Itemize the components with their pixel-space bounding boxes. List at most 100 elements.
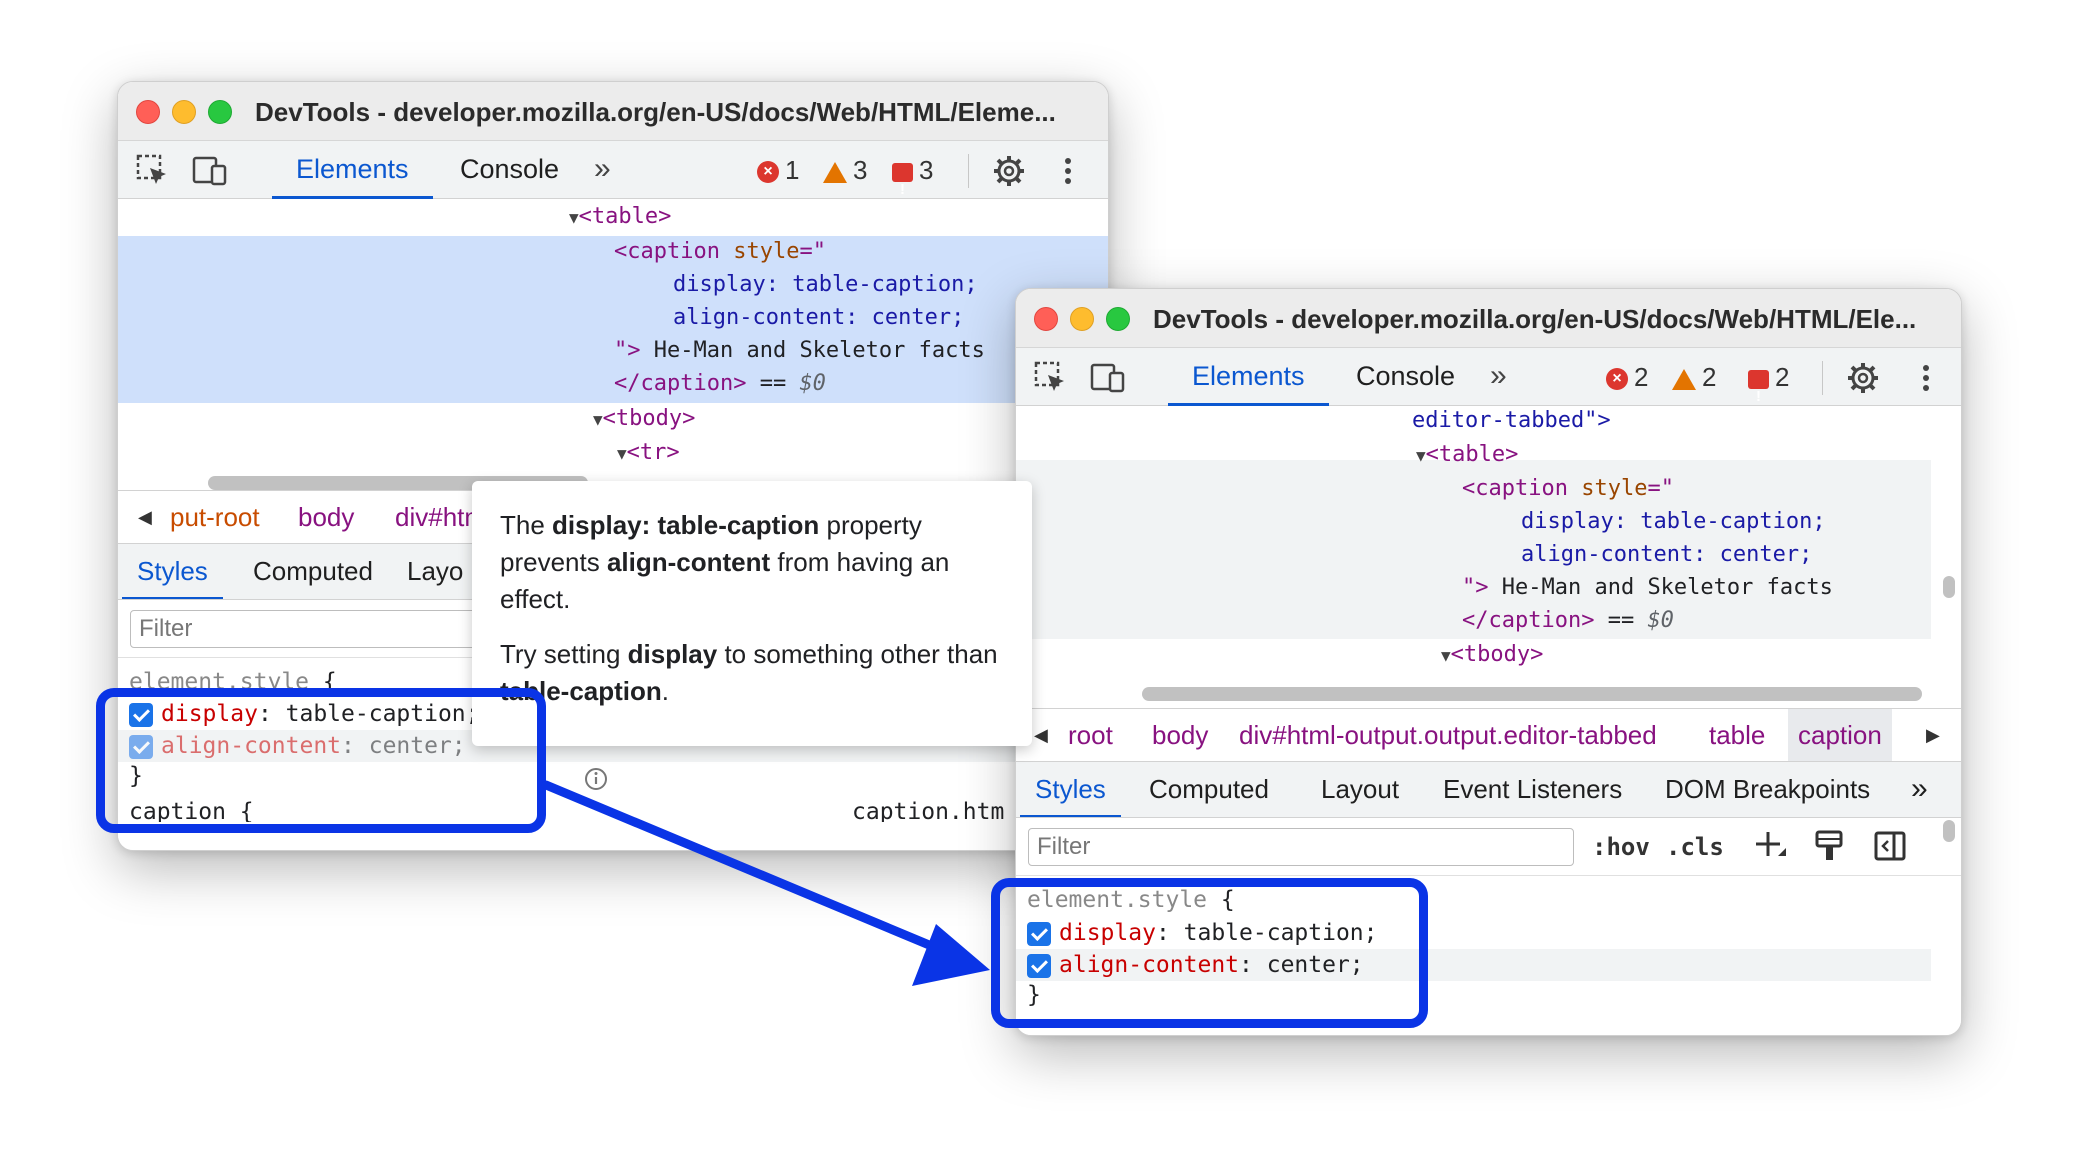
dom-node-caption[interactable]: <caption style="	[614, 239, 826, 264]
gear-icon[interactable]	[992, 154, 1026, 188]
rule-selector: element.style {	[1027, 887, 1235, 913]
next-rule-selector: caption {	[129, 799, 254, 822]
expand-triangle-icon[interactable]: ▼	[593, 410, 603, 429]
highlight-box-after	[991, 878, 1428, 1028]
tab-styles[interactable]: Styles	[1020, 762, 1121, 817]
declaration-align-content[interactable]: align-content: center;	[1027, 949, 1364, 981]
title-bar: DevTools - developer.mozilla.org/en-US/d…	[118, 82, 1108, 141]
dom-node-table[interactable]: ▼<table>	[569, 204, 672, 229]
warning-icon	[1672, 368, 1696, 390]
horizontal-scrollbar[interactable]	[1142, 687, 1922, 701]
expand-triangle-icon[interactable]: ▼	[617, 444, 627, 463]
dom-node-tbody[interactable]: ▼<tbody>	[1441, 642, 1544, 667]
issues-count-badge[interactable]: 3	[892, 141, 934, 219]
paint-icon[interactable]	[1812, 828, 1848, 864]
main-toolbar: Elements Console » ×2 2 2	[1016, 348, 1961, 426]
vertical-scrollbar[interactable]	[1943, 820, 1955, 842]
close-window-button[interactable]	[1034, 307, 1058, 331]
filter-input[interactable]: Filter	[130, 610, 490, 648]
error-count-badge[interactable]: ×1	[757, 141, 799, 199]
breadcrumb-left-arrow-icon[interactable]: ◀	[138, 507, 152, 527]
breadcrumb-item[interactable]: body	[1152, 720, 1209, 750]
dom-node-tbody[interactable]: ▼<tbody>	[593, 406, 696, 431]
expand-triangle-icon[interactable]: ▼	[1416, 446, 1426, 465]
tab-layout[interactable]: Layo	[407, 556, 464, 586]
minimize-window-button[interactable]	[172, 100, 196, 124]
dom-node-table[interactable]: ▼<table>	[1416, 442, 1519, 467]
tab-console[interactable]: Console	[1356, 361, 1456, 391]
breadcrumb-item[interactable]: root	[1068, 720, 1113, 750]
declaration-display[interactable]: display: table-caption;	[1027, 917, 1378, 949]
inspect-element-icon[interactable]	[136, 154, 170, 188]
devtools-window-front: DevTools - developer.mozilla.org/en-US/d…	[1015, 288, 1962, 1036]
breadcrumb-item[interactable]: put-root	[170, 502, 260, 532]
warning-count-badge[interactable]: 2	[1672, 348, 1716, 406]
expand-triangle-icon[interactable]: ▼	[1441, 646, 1451, 665]
close-window-button[interactable]	[136, 100, 160, 124]
tab-styles[interactable]: Styles	[122, 544, 223, 599]
hover-state-toggle[interactable]: :hov	[1592, 833, 1650, 861]
rule-close-brace: }	[129, 763, 143, 789]
warning-count: 2	[1702, 362, 1717, 392]
class-toggle[interactable]: .cls	[1666, 833, 1724, 861]
toolbar-divider	[1822, 361, 1823, 395]
issues-icon	[892, 161, 913, 219]
warning-count-badge[interactable]: 3	[823, 141, 867, 199]
selected-node-highlight	[118, 236, 1108, 403]
tooltip-paragraph: Try setting display to something other t…	[500, 639, 998, 706]
next-rule-source-link[interactable]: caption.htm	[852, 799, 1005, 822]
property-checkbox[interactable]	[129, 702, 153, 727]
zoom-window-button[interactable]	[208, 100, 232, 124]
declaration-align-content[interactable]: align-content: center;	[129, 730, 466, 762]
breadcrumb-item[interactable]: body	[298, 502, 355, 532]
dom-node-tr[interactable]: ▼<tr>	[617, 440, 680, 465]
issues-count: 3	[919, 155, 934, 185]
breadcrumb-item-current[interactable]: caption	[1788, 709, 1892, 761]
tab-layout[interactable]: Layout	[1321, 774, 1400, 804]
kebab-menu-icon[interactable]	[1058, 154, 1092, 188]
tab-elements[interactable]: Elements	[272, 141, 433, 199]
breadcrumb-left-arrow-icon[interactable]: ◀	[1034, 725, 1048, 745]
dom-style-value: display: table-caption;	[673, 272, 978, 297]
dom-caption-text: "> He-Man and Skeletor facts	[1462, 575, 1833, 600]
breadcrumb-item[interactable]: div#htm	[395, 502, 487, 532]
dom-node-caption[interactable]: <caption style="	[1462, 476, 1674, 501]
property-checkbox[interactable]	[1027, 921, 1051, 946]
device-toggle-icon[interactable]	[1090, 361, 1125, 395]
expand-triangle-icon[interactable]: ▼	[569, 208, 579, 227]
tab-event-listeners[interactable]: Event Listeners	[1443, 774, 1623, 804]
tab-dom-breakpoints[interactable]: DOM Breakpoints	[1665, 774, 1871, 804]
tab-computed[interactable]: Computed	[1149, 774, 1269, 804]
breadcrumb: ◀ root body div#html-output.output.edito…	[1016, 708, 1961, 762]
inspect-element-icon[interactable]	[1034, 361, 1068, 395]
highlight-box-before	[96, 688, 546, 833]
more-tabs-chevron-icon[interactable]: »	[1490, 359, 1507, 392]
sidebar-toggle-icon[interactable]	[1872, 828, 1908, 864]
issues-count-badge[interactable]: 2	[1748, 348, 1789, 426]
dom-style-value: display: table-caption;	[1521, 509, 1826, 534]
vertical-scrollbar[interactable]	[1943, 576, 1955, 598]
filter-input[interactable]: Filter	[1028, 828, 1574, 866]
more-tabs-chevron-icon[interactable]: »	[594, 152, 611, 185]
minimize-window-button[interactable]	[1070, 307, 1094, 331]
zoom-window-button[interactable]	[1106, 307, 1130, 331]
property-checkbox[interactable]	[129, 734, 153, 759]
error-count-badge[interactable]: ×2	[1606, 348, 1648, 406]
window-title: DevTools - developer.mozilla.org/en-US/d…	[1153, 304, 1917, 334]
warning-count: 3	[853, 155, 868, 185]
declaration-display[interactable]: display: table-caption;	[129, 698, 480, 730]
device-toggle-icon[interactable]	[192, 154, 227, 188]
tab-console[interactable]: Console	[460, 154, 560, 184]
breadcrumb-right-arrow-icon[interactable]: ▶	[1926, 725, 1940, 745]
new-rule-icon[interactable]	[1752, 828, 1788, 864]
tooltip-paragraph: The display: table-caption property prev…	[500, 510, 950, 614]
gear-icon[interactable]	[1846, 361, 1880, 395]
tab-elements[interactable]: Elements	[1168, 348, 1329, 406]
dom-style-value: align-content: center;	[1521, 542, 1813, 567]
breadcrumb-item[interactable]: table	[1709, 720, 1766, 750]
more-subtabs-chevron-icon[interactable]: »	[1911, 772, 1928, 805]
property-checkbox[interactable]	[1027, 953, 1051, 978]
breadcrumb-item[interactable]: div#html-output.output.editor-tabbed	[1239, 720, 1657, 750]
tab-computed[interactable]: Computed	[253, 556, 373, 586]
kebab-menu-icon[interactable]	[1916, 361, 1950, 395]
